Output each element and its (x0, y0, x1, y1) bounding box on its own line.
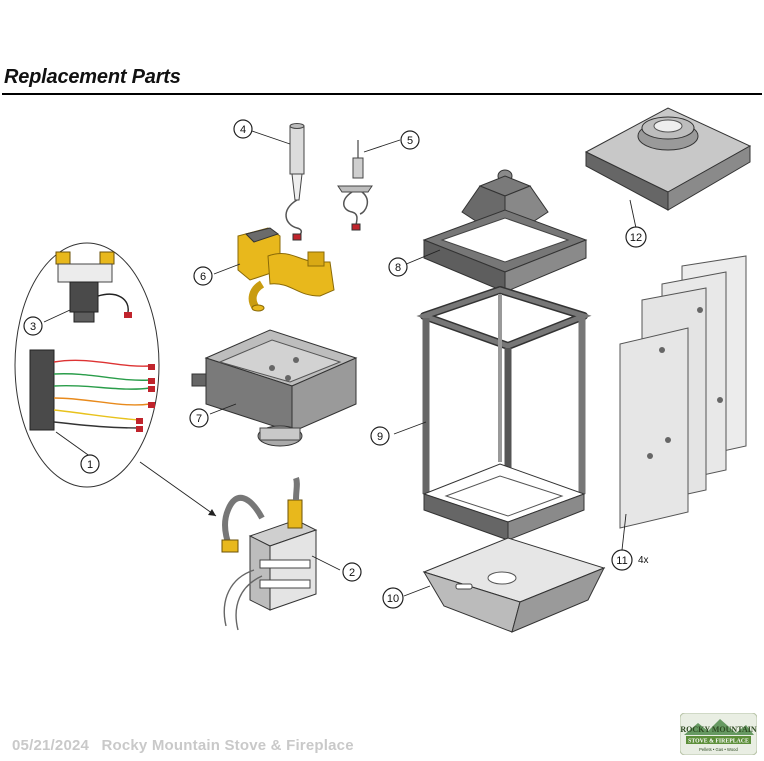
part-11-glass-panels (619, 255, 747, 529)
callout-10: 10 (382, 587, 404, 609)
svg-text:6: 6 (200, 271, 206, 283)
callout-2: 2 (342, 562, 362, 582)
quantity-note: 4x (638, 555, 649, 566)
svg-text:1: 1 (87, 459, 93, 471)
callout-1: 1 (80, 454, 100, 474)
svg-text:Pellets • Gas • Wood: Pellets • Gas • Wood (699, 747, 738, 752)
callout-11: 11 (611, 549, 633, 571)
svg-text:5: 5 (407, 135, 413, 147)
footer-date: 05/21/2024 (12, 737, 90, 754)
svg-text:10: 10 (387, 593, 399, 605)
part-1-3-valve-group (14, 242, 160, 488)
part-4-pilot-tube (285, 123, 305, 241)
svg-text:12: 12 (630, 232, 642, 244)
svg-text:STOVE & FIREPLACE: STOVE & FIREPLACE (688, 739, 749, 745)
footer-company: Rocky Mountain Stove & Fireplace (101, 737, 354, 754)
callout-12: 12 (625, 226, 647, 248)
footer: 05/21/2024 Rocky Mountain Stove & Firepl… (12, 737, 362, 754)
svg-text:ROCKY MOUNTAIN: ROCKY MOUNTAIN (680, 725, 756, 734)
callout-6: 6 (193, 266, 213, 286)
part-5-igniter (337, 140, 373, 231)
part-7-burner-box (191, 329, 358, 447)
svg-text:3: 3 (30, 321, 36, 333)
svg-text:9: 9 (377, 431, 383, 443)
callout-8: 8 (388, 257, 408, 277)
part-6-burner-brass (237, 227, 335, 312)
part-2-gas-valve (221, 477, 318, 631)
part-8-roof-cap (422, 169, 588, 293)
heading-rule (2, 93, 762, 95)
part-12-top-cap (584, 107, 752, 211)
svg-text:7: 7 (196, 413, 202, 425)
arrow-leader-1-to-2 (139, 461, 217, 517)
company-logo: ROCKY MOUNTAIN STOVE & FIREPLACE Pellets… (680, 713, 757, 755)
callout-5: 5 (400, 130, 420, 150)
leader-lines (43, 130, 637, 597)
page-heading: Replacement Parts (4, 66, 181, 88)
callout-9: 9 (370, 426, 390, 446)
part-9-frame (416, 286, 592, 541)
callout-4: 4 (233, 119, 253, 139)
svg-text:4: 4 (240, 124, 246, 136)
svg-text:11: 11 (616, 555, 627, 567)
svg-text:8: 8 (395, 262, 401, 274)
callout-3: 3 (23, 316, 43, 336)
callout-7: 7 (189, 408, 209, 428)
part-10-base-pan (422, 537, 606, 633)
svg-text:2: 2 (349, 567, 355, 579)
